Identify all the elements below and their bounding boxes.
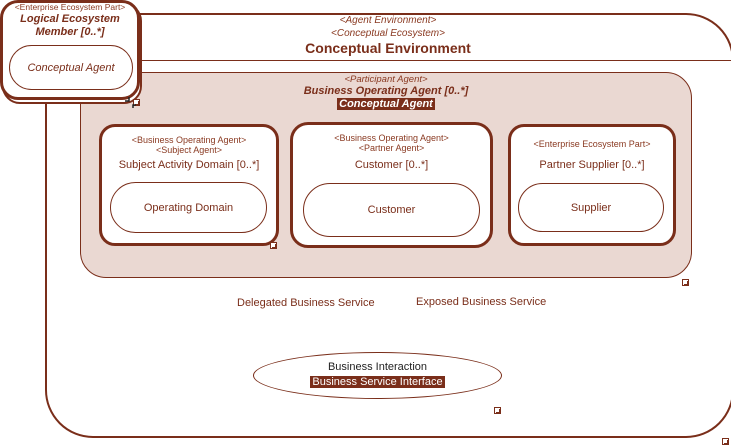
business-agent-marker-icon bbox=[682, 279, 689, 286]
delegated-service-label: Delegated Business Service bbox=[237, 297, 375, 309]
environment-stereotype-1: <Agent Environment> bbox=[339, 15, 437, 26]
business-agent-stereotype: <Participant Agent> bbox=[344, 74, 428, 85]
subject-domain-title: Subject Activity Domain [0..*] bbox=[118, 159, 260, 171]
interaction-marker-icon bbox=[494, 407, 501, 414]
environment-marker-icon bbox=[722, 438, 729, 445]
ecosystem-member-title-line1: Logical Ecosystem bbox=[20, 13, 120, 25]
ecosystem-member-stereotype: <Enterprise Ecosystem Part> bbox=[14, 2, 126, 12]
customer-stereotype-1: <Business Operating Agent> bbox=[334, 133, 449, 143]
environment-stereotype-2: <Conceptual Ecosystem> bbox=[331, 28, 445, 39]
business-interaction-type-row: Business Service Interface bbox=[253, 376, 502, 388]
exposed-service-label: Exposed Business Service bbox=[416, 296, 547, 308]
subject-domain-stereotype-1: <Business Operating Agent> bbox=[131, 135, 247, 145]
environment-header-divider bbox=[45, 60, 731, 61]
business-agent-title: Business Operating Agent [0..*] bbox=[303, 85, 469, 97]
partner-title: Partner Supplier [0..*] bbox=[539, 159, 645, 171]
business-agent-type-label-row: Conceptual Agent bbox=[80, 98, 692, 110]
ecosystem-member-marker-icon bbox=[133, 99, 140, 106]
operating-domain-part[interactable]: Operating Domain bbox=[110, 182, 267, 233]
business-interaction-title: Business Interaction bbox=[327, 361, 428, 373]
partner-stereotype: <Enterprise Ecosystem Part> bbox=[533, 139, 651, 149]
customer-stereotype-2: <Partner Agent> bbox=[358, 143, 425, 153]
ecosystem-member-title-line2: Member [0..*] bbox=[35, 26, 105, 38]
customer-part[interactable]: Customer bbox=[303, 183, 480, 237]
business-agent-type-label: Conceptual Agent bbox=[337, 98, 435, 110]
business-interaction-type-label: Business Service Interface bbox=[310, 376, 445, 388]
resize-handle-icon bbox=[125, 97, 136, 108]
subject-domain-stereotype-2: <Subject Agent> bbox=[155, 145, 223, 155]
customer-title: Customer [0..*] bbox=[354, 159, 429, 171]
subject-domain-marker-icon bbox=[270, 242, 277, 249]
business-interaction-ellipse[interactable] bbox=[253, 352, 502, 399]
conceptual-agent-part[interactable]: Conceptual Agent bbox=[9, 45, 133, 90]
environment-title: Conceptual Environment bbox=[305, 40, 471, 56]
supplier-part[interactable]: Supplier bbox=[518, 183, 664, 232]
